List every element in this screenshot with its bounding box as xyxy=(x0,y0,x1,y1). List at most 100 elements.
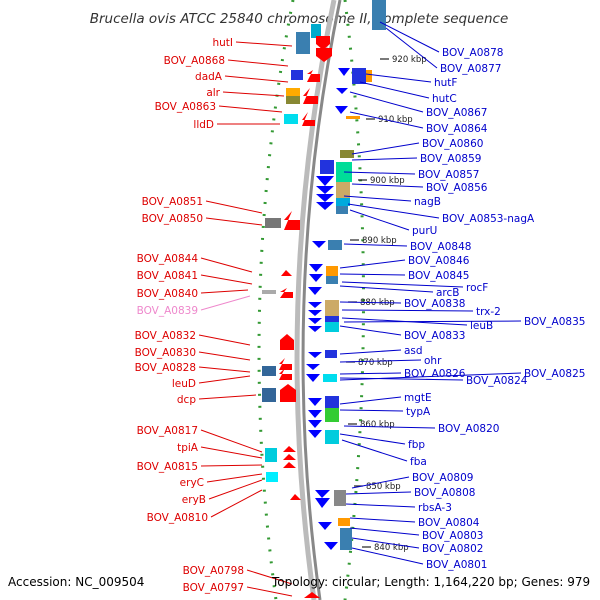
gene-label-right[interactable]: BOV_A0859 xyxy=(420,153,481,165)
gene-label-right[interactable]: BOV_A0824 xyxy=(466,375,528,387)
gene-label-right[interactable]: BOV_A0856 xyxy=(426,182,488,194)
gene-label-left[interactable]: BOV_A0850 xyxy=(142,213,203,225)
leader-line xyxy=(205,217,263,226)
reverse-arrow xyxy=(308,287,322,295)
gene-label-right[interactable]: BOV_A0808 xyxy=(414,487,475,499)
gene-label-left[interactable]: BOV_A0797 xyxy=(183,582,244,594)
gene-label-left[interactable]: eryB xyxy=(182,494,206,506)
gene-label-left[interactable]: dcp xyxy=(177,394,196,406)
gene-label-right[interactable]: BOV_A0848 xyxy=(410,241,471,253)
gene-label-left[interactable]: lldD xyxy=(193,119,214,131)
gene-label-left[interactable]: leuD xyxy=(172,378,196,390)
gene-label-right[interactable]: BOV_A0804 xyxy=(418,517,480,529)
leader-line xyxy=(379,21,440,53)
gene-label-right[interactable]: rbsA-3 xyxy=(418,502,452,514)
reverse-arrow xyxy=(316,176,334,186)
gene-label-left[interactable]: hutI xyxy=(212,37,233,49)
gene-label-right[interactable]: BOV_A0833 xyxy=(404,330,465,342)
gene-block xyxy=(338,518,350,526)
leader-line xyxy=(200,274,253,285)
leader-line xyxy=(246,586,293,597)
gene-label-right[interactable]: BOV_A0803 xyxy=(422,530,483,542)
gene-label-right[interactable]: mgtE xyxy=(404,392,432,404)
gene-label-left[interactable]: dadA xyxy=(195,71,223,83)
gene-label-right[interactable]: asd xyxy=(404,345,423,357)
gene-label-right[interactable]: BOV_A0835 xyxy=(524,316,585,328)
leader-line xyxy=(339,372,522,381)
gene-block xyxy=(340,528,352,550)
gene-label-right[interactable]: BOV_A0825 xyxy=(524,368,585,380)
gene-label-left[interactable]: BOV_A0798 xyxy=(183,565,244,577)
gene-label-right[interactable]: BOV_A0826 xyxy=(404,368,466,380)
gene-label-left[interactable]: BOV_A0863 xyxy=(155,101,216,113)
gene-label-right[interactable]: BOV_A0878 xyxy=(442,47,503,59)
gene-label-right[interactable]: BOV_A0846 xyxy=(408,255,470,267)
leader-line xyxy=(227,59,289,67)
leader-line xyxy=(339,349,402,355)
gene-label-left[interactable]: BOV_A0817 xyxy=(137,425,198,437)
gene-label-right[interactable]: BOV_A0864 xyxy=(426,123,488,135)
gene-label-left[interactable]: BOV_A0832 xyxy=(135,330,196,342)
gene-block xyxy=(352,68,366,84)
gene-label-left[interactable]: BOV_A0828 xyxy=(135,362,196,374)
gene-label-right[interactable]: BOV_A0867 xyxy=(426,107,487,119)
gene-label-right[interactable]: BOV_A0877 xyxy=(440,63,501,75)
leader-line xyxy=(347,203,440,219)
forward-arrow xyxy=(281,270,292,276)
gene-label-right[interactable]: BOV_A0802 xyxy=(422,543,483,555)
gene-label-right[interactable]: typA xyxy=(406,406,431,418)
gene-label-left[interactable]: BOV_A0868 xyxy=(164,55,225,67)
gene-label-right[interactable]: BOV_A0860 xyxy=(422,138,483,150)
forward-arrow xyxy=(283,462,296,468)
gene-block xyxy=(336,198,350,206)
gene-label-left[interactable]: alr xyxy=(206,87,220,99)
gene-label-left[interactable]: BOV_A0841 xyxy=(137,270,198,282)
gene-label-right[interactable]: BOV_A0801 xyxy=(426,559,487,571)
scale-label: 840 kbp xyxy=(374,543,409,553)
leader-line xyxy=(198,351,251,361)
gene-label-right[interactable]: BOV_A0857 xyxy=(418,169,479,181)
gene-block xyxy=(286,88,300,96)
gene-label-left[interactable]: BOV_A0830 xyxy=(135,347,196,359)
leader-line xyxy=(341,309,474,312)
gene-label-right[interactable]: BOV_A0838 xyxy=(404,298,465,310)
leader-line xyxy=(341,439,408,462)
reverse-arrow xyxy=(306,374,320,382)
scale-label: 860 kbp xyxy=(360,420,395,430)
forward-arrow xyxy=(280,334,294,350)
leader-line xyxy=(351,476,410,489)
gene-label-right[interactable]: BOV_A0820 xyxy=(438,423,499,435)
gene-label-left[interactable]: BOV_A0851 xyxy=(142,196,203,208)
gene-label-right[interactable]: fbp xyxy=(408,439,425,451)
gene-label-right[interactable]: ohr xyxy=(424,355,442,367)
gene-block xyxy=(266,472,278,482)
gene-label-left[interactable]: BOV_A0815 xyxy=(137,461,198,473)
backbone-inner xyxy=(301,0,342,600)
gene-label-right[interactable]: leuB xyxy=(470,320,493,332)
leader-line xyxy=(246,569,293,585)
gene-label-left[interactable]: BOV_A0839 xyxy=(137,305,198,317)
gene-label-right[interactable]: fba xyxy=(410,456,427,468)
gene-block xyxy=(284,114,298,124)
gene-label-right[interactable]: purU xyxy=(412,225,437,237)
gene-block xyxy=(325,308,339,316)
gene-label-right[interactable]: hutC xyxy=(432,93,457,105)
leader-line xyxy=(224,75,289,83)
gene-label-right[interactable]: nagB xyxy=(414,196,441,208)
gene-label-right[interactable]: arcB xyxy=(436,287,460,299)
gene-label-left[interactable]: eryC xyxy=(180,477,204,489)
leader-line xyxy=(343,320,522,323)
gene-label-right[interactable]: trx-2 xyxy=(476,306,501,318)
gene-label-right[interactable]: BOV_A0809 xyxy=(412,472,473,484)
gene-label-left[interactable]: BOV_A0810 xyxy=(147,512,208,524)
gene-label-right[interactable]: BOV_A0845 xyxy=(408,270,469,282)
forward-arrow xyxy=(316,48,332,62)
gene-label-right[interactable]: hutF xyxy=(434,77,457,89)
gene-label-left[interactable]: BOV_A0844 xyxy=(137,253,199,265)
gene-label-right[interactable]: BOV_A0853-nagA xyxy=(442,213,535,225)
leader-line xyxy=(339,273,406,276)
gene-label-right[interactable]: rocF xyxy=(466,282,488,294)
gene-block xyxy=(265,218,281,228)
gene-label-left[interactable]: tpiA xyxy=(177,442,199,454)
gene-label-left[interactable]: BOV_A0840 xyxy=(137,288,198,300)
